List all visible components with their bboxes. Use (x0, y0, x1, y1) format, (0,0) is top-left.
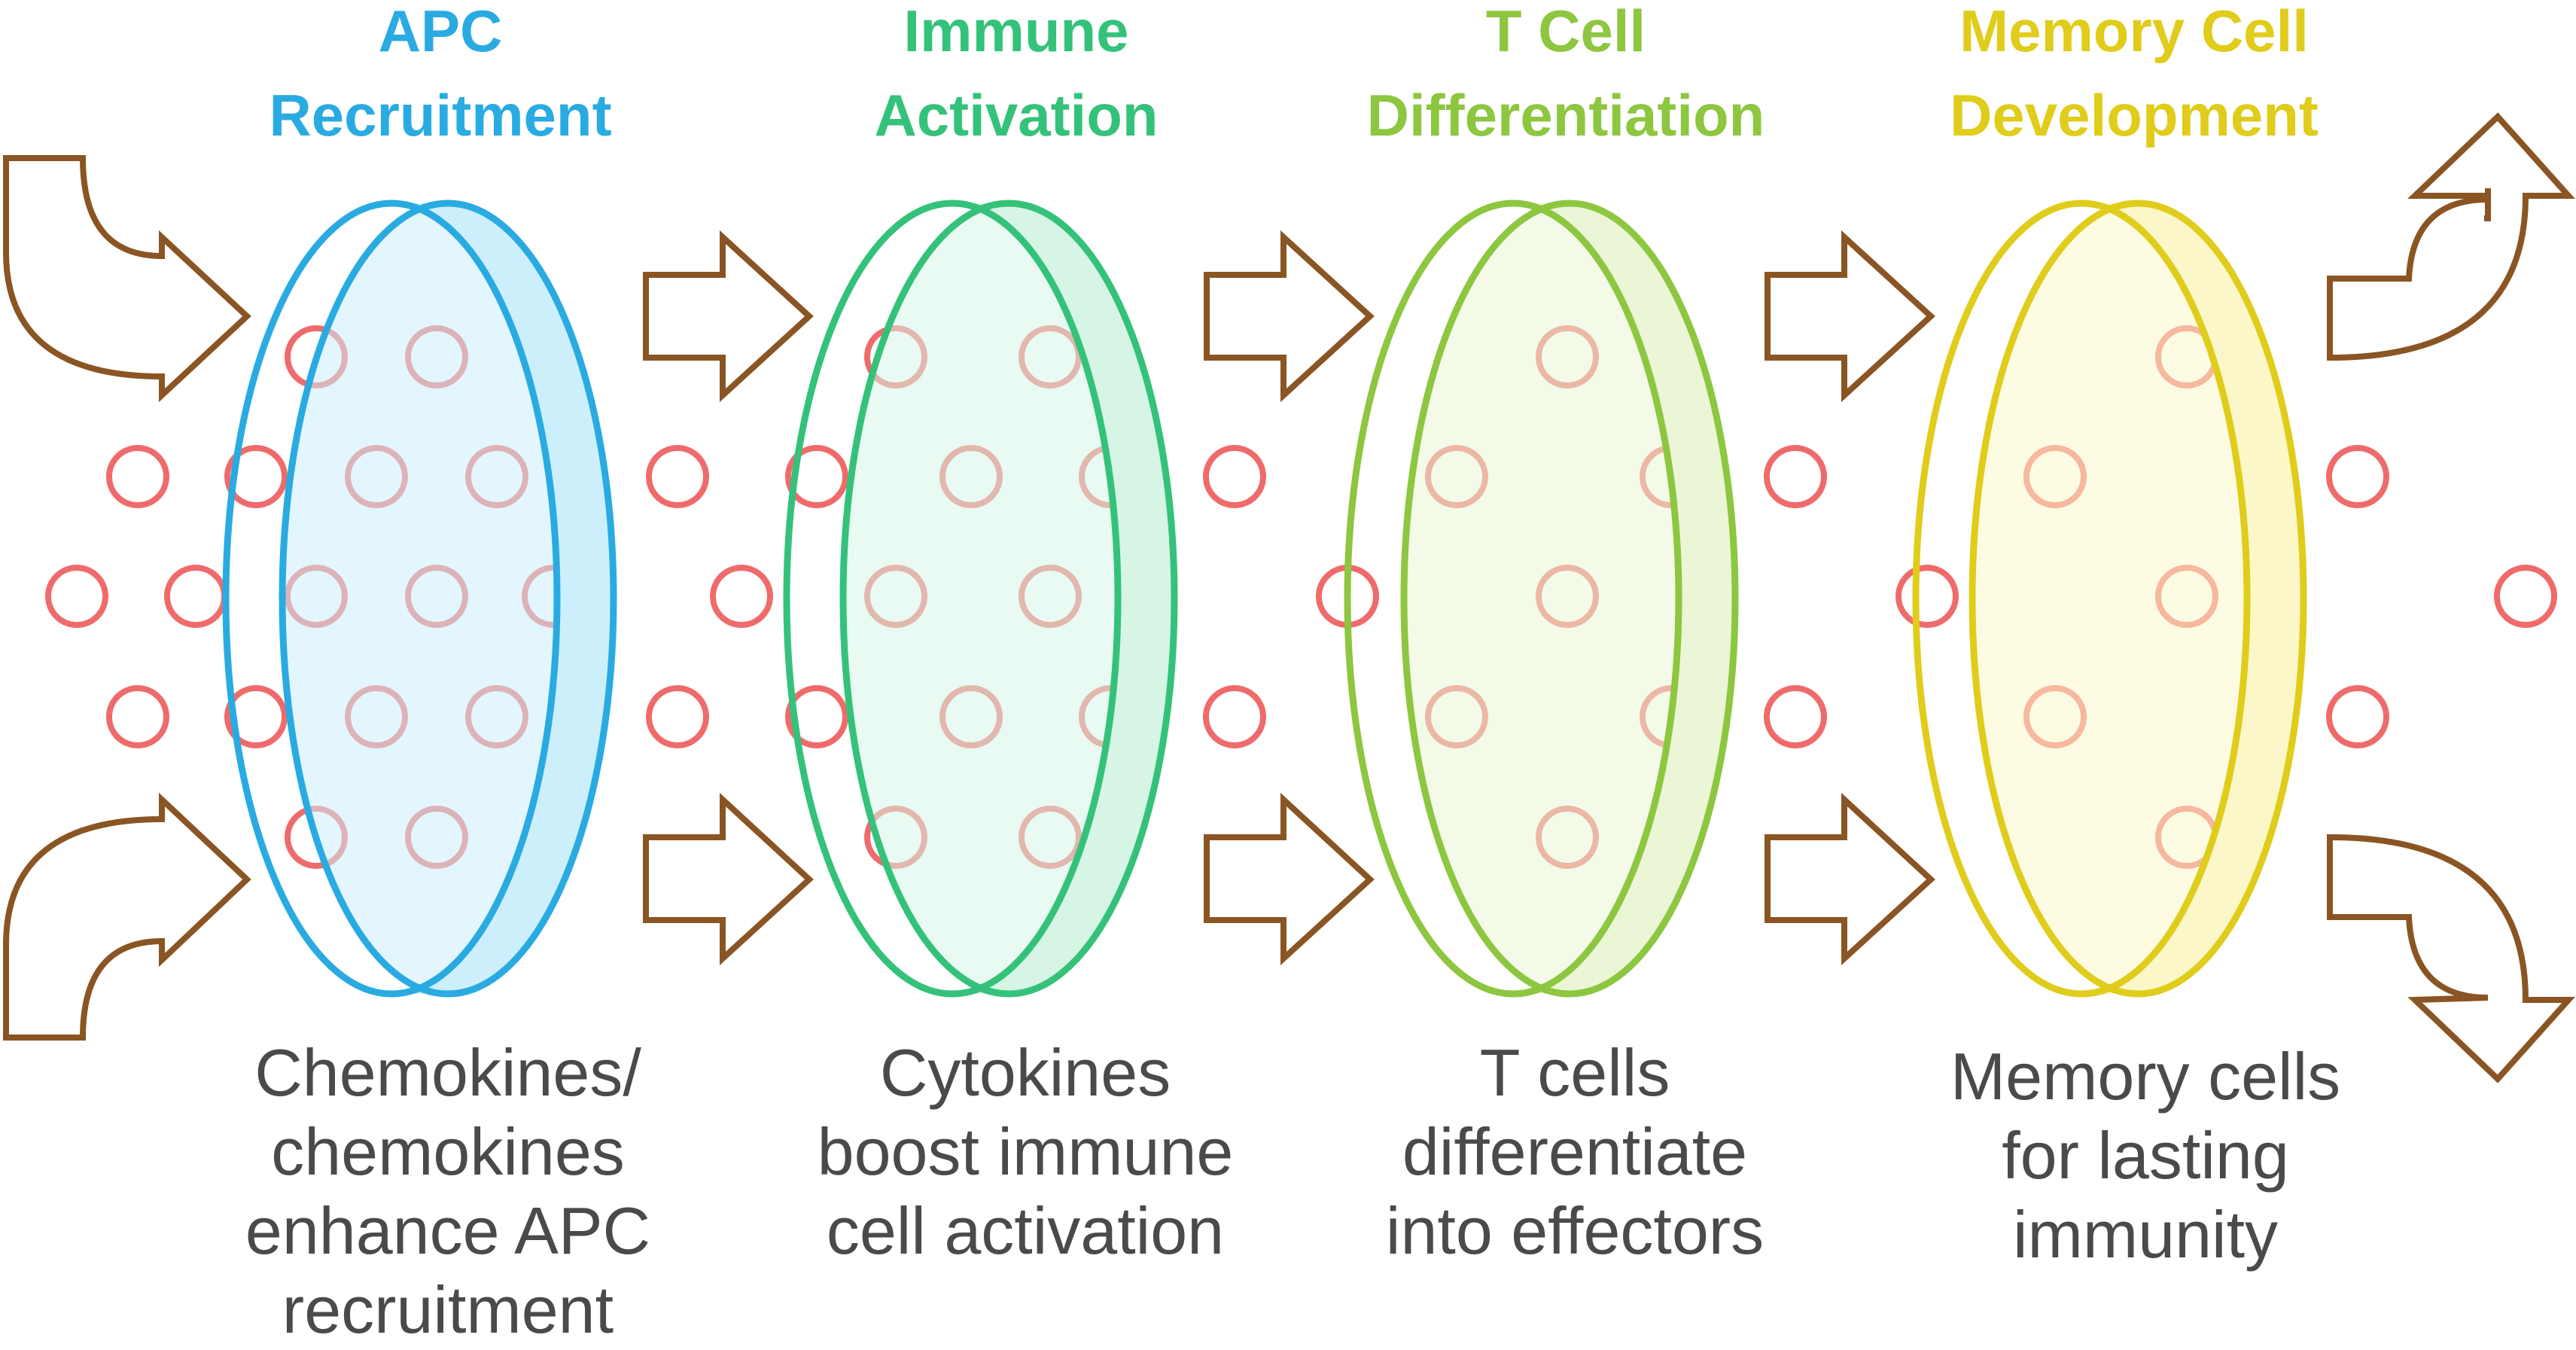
stage-desc-apc-line4: recruitment (282, 1272, 614, 1347)
stage-title-tcell-line1: T Cell (1486, 0, 1646, 64)
stage-desc-memory-line1: Memory cells (1950, 1039, 2340, 1114)
stage-desc-immune-line2: boost immune (818, 1114, 1234, 1189)
exit-arrow-bottom-icon (2327, 833, 2575, 1083)
stage-desc-memory-line2: for lasting (2002, 1118, 2289, 1193)
stage-title-apc-line2: Recruitment (269, 82, 611, 148)
entry-arrow-bottom-icon (3, 792, 251, 1041)
stage-desc-apc-line3: enhance APC (245, 1193, 650, 1268)
entry-arrow-top-icon (3, 155, 251, 403)
stage-title-memory-line1: Memory Cell (1959, 0, 2309, 64)
stage-ring-t-cell-differentiation (1344, 200, 1739, 998)
stage-ring-apc-recruitment (222, 200, 617, 998)
stage-title-memory-line2: Development (1950, 82, 2319, 148)
stage-title-immune-line1: Immune (903, 0, 1128, 64)
stage-desc-tcell-line1: T cells (1480, 1035, 1670, 1110)
stage-title-apc-line1: APC (379, 0, 503, 64)
stage-desc-immune-line1: Cytokines (880, 1035, 1171, 1110)
stage-title-tcell-line2: Differentiation (1367, 82, 1765, 148)
flow-arrow-3b-icon (1765, 792, 1935, 966)
stage-title-immune-line2: Activation (874, 82, 1158, 148)
stage-desc-apc-line1: Chemokines/ (254, 1035, 641, 1110)
flow-arrow-2b-icon (1204, 792, 1375, 966)
stage-desc-tcell-line2: differentiate (1402, 1114, 1747, 1189)
stage-desc-tcell-line3: into effectors (1386, 1193, 1764, 1268)
stage-ring-memory-cell-development (1912, 200, 2307, 998)
stage-titles: APC Recruitment Immune Activation T Cell… (269, 0, 2318, 148)
exit-arrow-top-icon (2327, 112, 2575, 361)
flow-arrow-1b-icon (643, 792, 814, 966)
stage-descriptions: Chemokines/ chemokines enhance APC recru… (245, 1035, 2340, 1347)
flow-arrow-3a-icon (1765, 230, 1935, 403)
stage-ring-immune-activation (783, 200, 1178, 998)
flow-arrow-1a-icon (643, 230, 814, 403)
stage-desc-memory-line3: immunity (2013, 1197, 2278, 1272)
stage-desc-immune-line3: cell activation (827, 1193, 1224, 1268)
flow-arrows (643, 230, 1935, 966)
flow-arrow-2a-icon (1204, 230, 1375, 403)
stage-desc-apc-line2: chemokines (271, 1114, 625, 1189)
